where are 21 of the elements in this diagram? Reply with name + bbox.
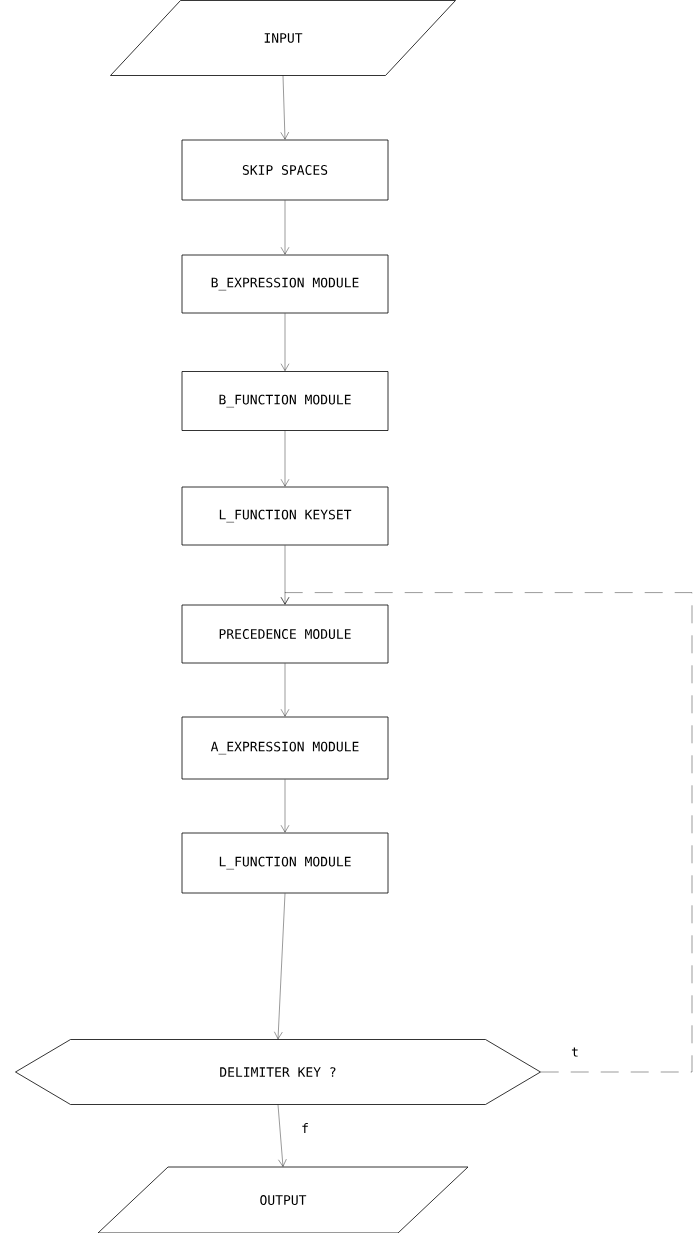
io-parallelogram: INPUT <box>110 0 456 76</box>
arrow <box>274 893 286 1040</box>
process-box: B_FUNCTION MODULE <box>181 371 389 431</box>
arrow <box>280 75 289 140</box>
dashed-arrow <box>280 592 693 1073</box>
process-box: B_EXPRESSION MODULE <box>181 254 389 314</box>
io-parallelogram: OUTPUT <box>97 1166 469 1233</box>
process-box: PRECEDENCE MODULE <box>181 604 389 664</box>
arrow <box>277 1104 287 1167</box>
process-box: L_FUNCTION MODULE <box>181 832 389 894</box>
arrow <box>280 430 290 487</box>
edge-label: f <box>300 1122 310 1134</box>
arrow <box>280 663 290 717</box>
decision-hexagon: DELIMITER KEY ? <box>15 1039 541 1105</box>
edge-label: t <box>570 1046 580 1058</box>
arrow <box>280 313 290 371</box>
arrow <box>280 779 290 833</box>
process-box: SKIP SPACES <box>181 139 389 201</box>
process-box: A_EXPRESSION MODULE <box>181 716 389 780</box>
process-box: L_FUNCTION KEYSET <box>181 486 389 546</box>
arrow <box>280 200 290 255</box>
